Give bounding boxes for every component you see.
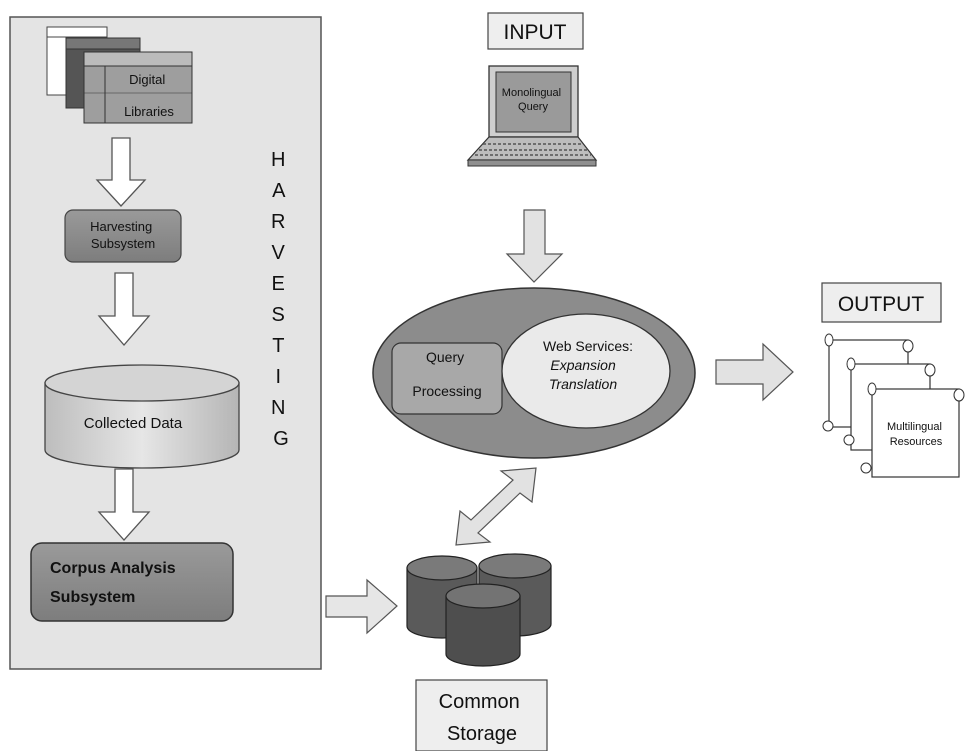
corpus-analysis-label: Corpus Analysis Subsystem bbox=[50, 560, 180, 606]
input-label-box bbox=[487, 12, 584, 50]
laptop-screen-text: Monolingual Query bbox=[502, 87, 564, 113]
query-processing-box bbox=[391, 342, 503, 415]
arrow-right-storage bbox=[325, 578, 398, 635]
arrow-down-2 bbox=[97, 272, 151, 346]
web-services-items: Expansion Translation bbox=[549, 357, 620, 392]
corpus-analysis-box bbox=[30, 542, 234, 622]
scroll-icon-front bbox=[860, 382, 965, 478]
arrow-right-output bbox=[715, 342, 794, 402]
harvesting-vertical-label: H A R V E S T I N G bbox=[271, 149, 291, 450]
web-services-ellipse bbox=[501, 313, 671, 429]
harvesting-subsystem-label: Harvesting Subsystem bbox=[90, 219, 156, 251]
output-label-box bbox=[821, 282, 942, 323]
output-label: OUTPUT bbox=[838, 293, 925, 316]
digital-libraries-icon bbox=[46, 26, 193, 124]
laptop-icon bbox=[466, 65, 598, 167]
digital-libraries-label: Digital Libraries bbox=[124, 72, 174, 119]
common-storage-label: Common Storage bbox=[439, 691, 526, 745]
harvesting-subsystem-box bbox=[64, 209, 182, 263]
query-processing-label: Query Processing bbox=[412, 349, 481, 399]
storage-cylinder-front bbox=[445, 583, 521, 667]
collected-data-label: Collected Data bbox=[84, 415, 183, 432]
arrow-down-input bbox=[505, 209, 564, 283]
multilingual-resources-label: Multilingual Resources bbox=[887, 421, 945, 448]
web-services-title: Web Services: bbox=[543, 338, 633, 354]
arrow-down-3 bbox=[97, 468, 151, 541]
collected-data-cylinder bbox=[44, 364, 240, 469]
input-label: INPUT bbox=[504, 21, 567, 44]
arrow-down-1 bbox=[95, 137, 147, 207]
common-storage-label-box bbox=[415, 679, 548, 751]
double-arrow-storage bbox=[455, 467, 537, 546]
